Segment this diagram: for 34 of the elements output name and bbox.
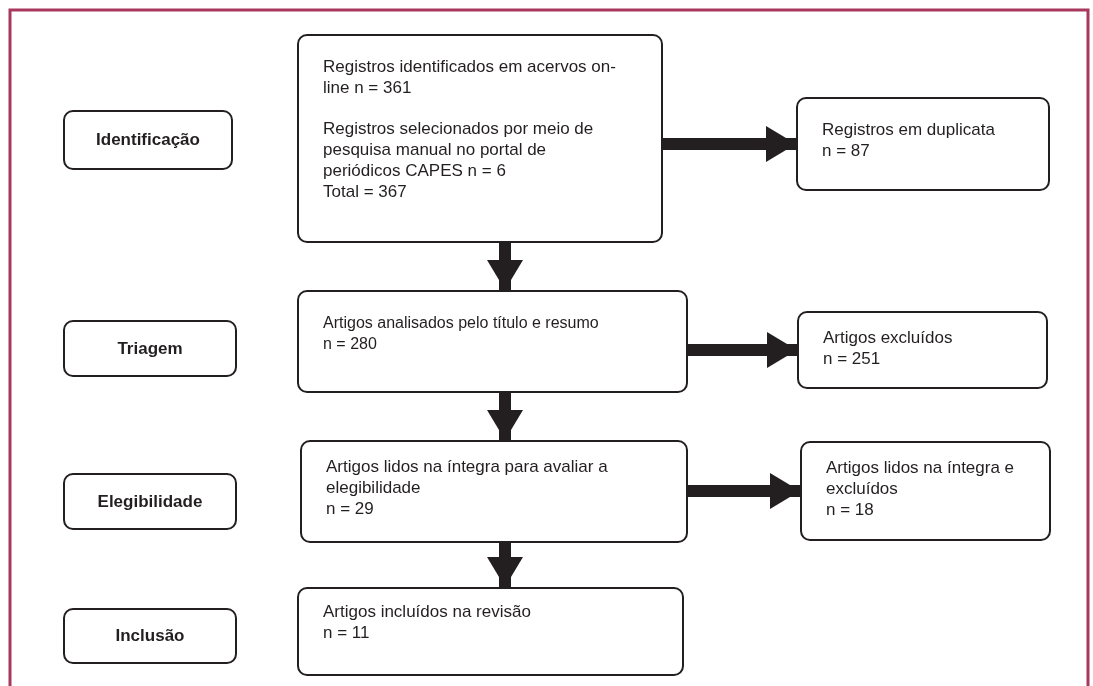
box-text: n = 87 <box>822 140 871 161</box>
process-box <box>796 97 1050 191</box>
box-text: Artigos analisados pelo título e resumo <box>323 313 600 333</box>
arrow <box>663 126 796 162</box>
process-box <box>800 441 1051 541</box>
process-box <box>297 290 688 393</box>
arrow <box>487 393 523 440</box>
stage-label: Identificação <box>96 130 200 150</box>
box-text: n = 18 <box>826 499 875 520</box>
process-box <box>297 34 663 243</box>
stage-label-box <box>63 608 237 664</box>
box-text: n = 251 <box>823 348 882 369</box>
process-box <box>297 587 684 676</box>
stage-label: Inclusão <box>115 626 185 646</box>
arrow <box>688 332 797 368</box>
arrow <box>487 243 523 290</box>
box-text: n = 280 <box>323 334 378 354</box>
stage-label: Elegibilidade <box>97 491 203 512</box>
box-text: Registros selecionados por meio de pesquisa manual no portal de periódicos CAPES n = 6 <box>323 118 595 181</box>
stage-label-box <box>63 110 233 170</box>
box-text: Artigos incluídos na revisão <box>323 601 532 622</box>
stage-label-box <box>63 320 237 377</box>
box-text: Artigos excluídos <box>823 327 954 348</box>
box-text: Registros identificados em acervos on-line n = 361 <box>323 56 617 98</box>
box-text: Registros em duplicata <box>822 119 996 140</box>
box-text: n = 11 <box>323 622 371 643</box>
process-box <box>300 440 688 543</box>
process-box <box>797 311 1048 389</box>
box-text: n = 29 <box>326 498 375 519</box>
stage-label-box <box>63 473 237 530</box>
box-text: Total = 367 <box>323 181 408 202</box>
arrow <box>688 473 800 509</box>
arrow <box>487 543 523 587</box>
stage-label: Triagem <box>117 338 183 359</box>
